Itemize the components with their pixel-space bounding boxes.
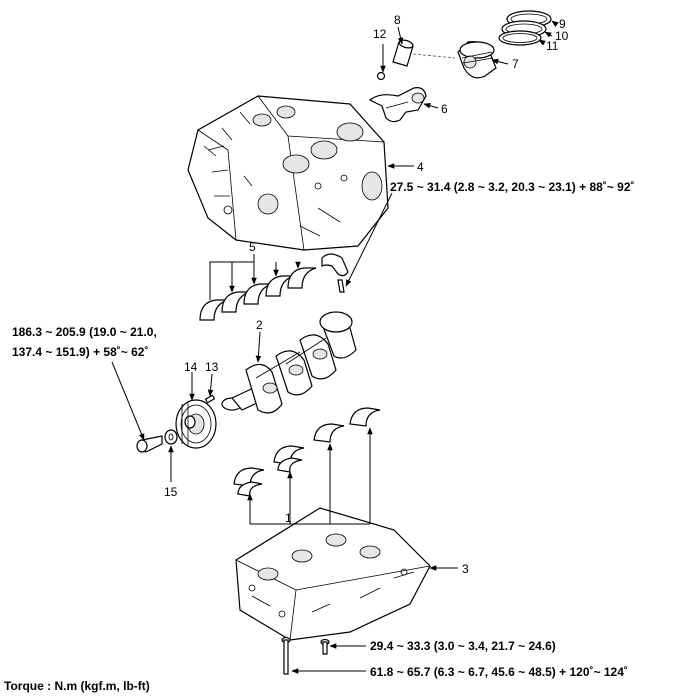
callout-11: 11 bbox=[546, 39, 559, 53]
piston-pin bbox=[392, 39, 414, 67]
torque-spec-labels: 27.5 ~ 31.4 (2.8 ~ 3.2, 20.3 ~ 23.1) + 8… bbox=[4, 180, 635, 693]
damper-pulley bbox=[175, 399, 217, 449]
torque-spec-main-bolt: 61.8 ~ 65.7 (6.3 ~ 6.7, 45.6 ~ 48.5) + 1… bbox=[370, 665, 628, 679]
torque-spec-pulley-line2: 137.4 ~ 151.9) + 58˚~ 62˚ bbox=[12, 345, 148, 359]
callout-3: 3 bbox=[462, 562, 469, 576]
callout-10: 10 bbox=[555, 29, 569, 43]
woodruff-key bbox=[204, 394, 216, 404]
callout-13: 13 bbox=[205, 360, 219, 374]
pin-alignment-line bbox=[412, 53, 456, 59]
callout-15: 15 bbox=[164, 485, 178, 499]
callout-14: 14 bbox=[184, 360, 198, 374]
callout-1: 1 bbox=[285, 511, 292, 525]
leader-lines bbox=[111, 20, 559, 674]
pulley-washer bbox=[164, 429, 178, 445]
torque-spec-rod-cap: 27.5 ~ 31.4 (2.8 ~ 3.2, 20.3 ~ 23.1) + 8… bbox=[390, 180, 635, 194]
main-bearing-cap-bolt bbox=[281, 636, 291, 675]
lower-main-bearings bbox=[233, 407, 381, 497]
callout-numbers: 9 10 11 7 8 12 6 4 5 2 13 14 15 1 3 bbox=[164, 13, 569, 576]
callout-2: 2 bbox=[256, 318, 263, 332]
cylinder-block bbox=[187, 95, 389, 251]
callout-9: 9 bbox=[559, 17, 566, 31]
piston-rings bbox=[498, 10, 552, 46]
torque-spec-ladder-bolt: 29.4 ~ 33.3 (3.0 ~ 3.4, 21.7 ~ 24.6) bbox=[370, 639, 556, 653]
callout-4: 4 bbox=[417, 160, 424, 174]
callout-12: 12 bbox=[373, 27, 387, 41]
upper-main-bearings bbox=[199, 267, 317, 321]
callout-7: 7 bbox=[512, 57, 519, 71]
ladder-frame-bolt bbox=[320, 638, 330, 655]
torque-spec-pulley-line1: 186.3 ~ 205.9 (19.0 ~ 21.0, bbox=[12, 325, 157, 339]
lower-crankcase bbox=[235, 507, 431, 641]
torque-unit-note: Torque : N.m (kgf.m, lb-ft) bbox=[4, 679, 150, 693]
connecting-rod-cap bbox=[321, 253, 349, 293]
callout-6: 6 bbox=[441, 102, 448, 116]
snap-ring bbox=[376, 71, 386, 81]
pulley-bolt bbox=[136, 435, 163, 453]
crankshaft bbox=[221, 311, 357, 414]
callout-8: 8 bbox=[394, 13, 401, 27]
piston bbox=[457, 41, 497, 79]
connecting-rod bbox=[368, 87, 427, 123]
callout-5: 5 bbox=[249, 240, 256, 254]
